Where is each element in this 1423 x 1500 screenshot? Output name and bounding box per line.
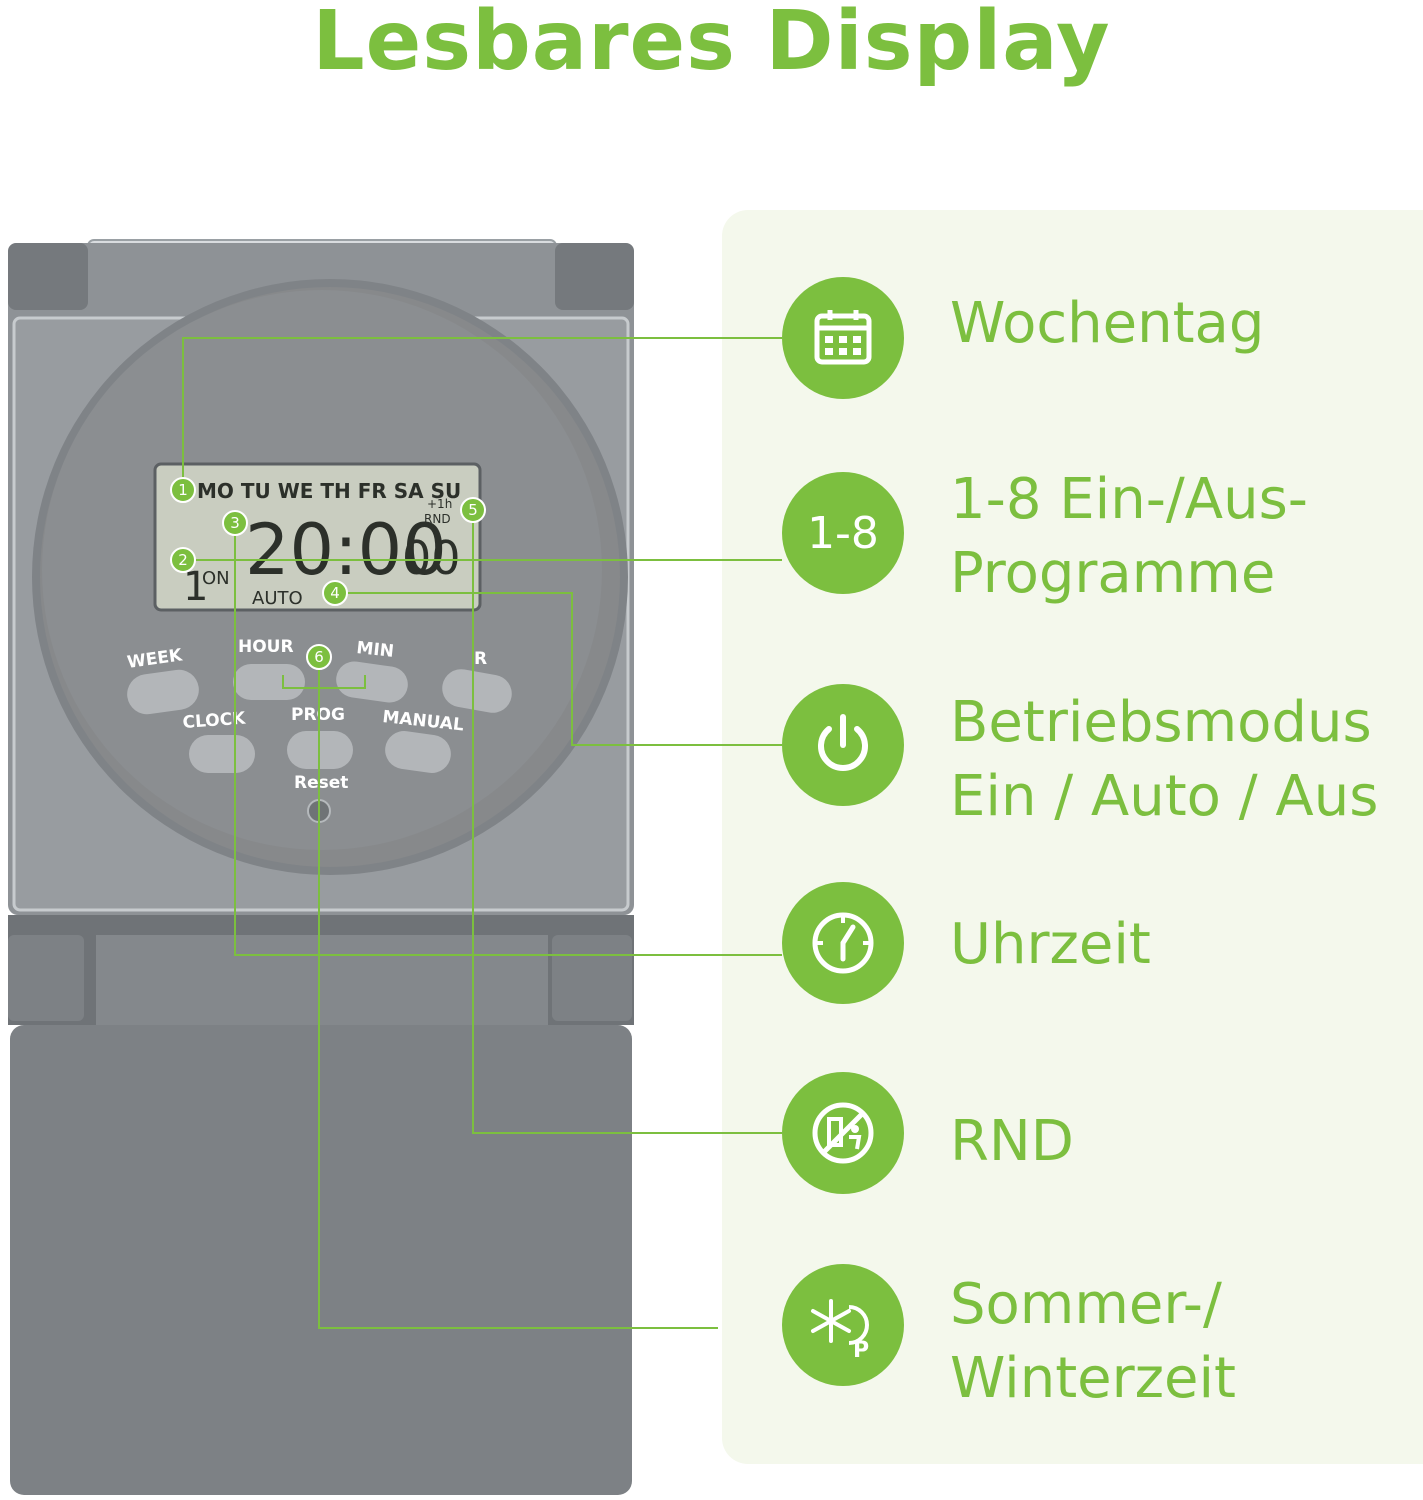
feature-weekday-label: Wochentag: [950, 291, 1265, 356]
r-label: R: [474, 649, 487, 669]
callout-1: 1: [178, 481, 188, 499]
lcd-mode: AUTO: [252, 588, 303, 609]
lcd-on: ON: [202, 568, 230, 589]
lcd-dst: +1h: [427, 497, 452, 511]
feature-rnd-label: RND: [950, 1109, 1074, 1174]
callout-4: 4: [330, 584, 340, 602]
lcd-time: 20:00: [245, 509, 447, 591]
min-button: [336, 661, 408, 703]
lcd-days: MO TU WE TH FR SA SU: [197, 479, 461, 503]
lcd-screen: [153, 462, 482, 612]
callout-3: 3: [230, 514, 240, 532]
badge-text: 1-8: [807, 507, 879, 559]
callout-5: 5: [468, 501, 478, 519]
summer-winter-icon: P: [782, 1264, 904, 1386]
feature-mode-label: Betriebsmodus Ein / Auto / Aus: [950, 690, 1379, 829]
calendar-icon: [782, 277, 904, 399]
hour-button: [233, 664, 305, 700]
lcd-seconds: 00: [402, 531, 461, 585]
feature-programs-label: 1-8 Ein-/Aus- Programme: [950, 467, 1308, 606]
prog-label: PROG: [291, 705, 345, 725]
power-icon: [782, 684, 904, 806]
svg-text:P: P: [853, 1338, 869, 1363]
program-count-badge: 1-8: [782, 472, 904, 594]
feature-dst-label: Sommer-/ Winterzeit: [950, 1272, 1236, 1411]
feature-panel: [722, 210, 1423, 1464]
min-label: MIN: [355, 638, 394, 662]
callout-2: 2: [178, 551, 188, 569]
feature-time-label: Uhrzeit: [950, 912, 1151, 977]
page-title: Lesbares Display: [312, 0, 1111, 89]
clock-button: [189, 735, 255, 773]
clock-icon: [782, 882, 904, 1004]
lcd-rnd: RND: [424, 512, 451, 526]
hour-label: HOUR: [238, 637, 294, 657]
random-mode-icon: [782, 1072, 904, 1194]
r-button: [442, 669, 512, 713]
manual-button: [385, 731, 451, 773]
clock-label: CLOCK: [182, 709, 247, 733]
week-button: [127, 669, 199, 715]
callout-6: 6: [314, 648, 324, 666]
reset-label: Reset: [294, 773, 348, 793]
